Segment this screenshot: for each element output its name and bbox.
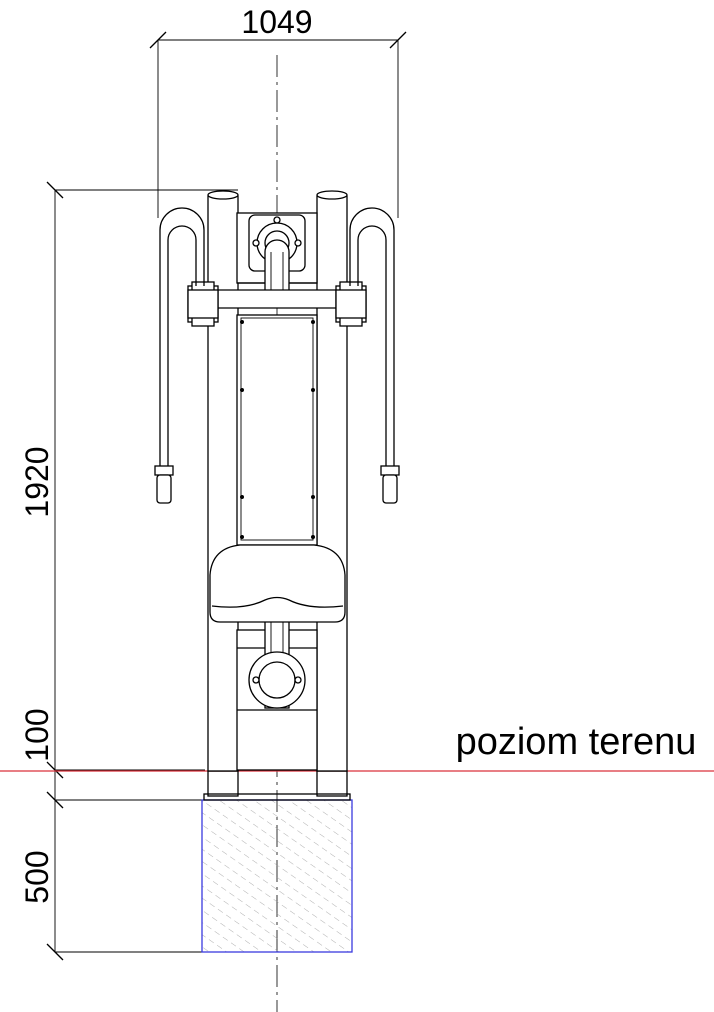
dimension-foundation-text: 500 [19, 850, 55, 903]
dimension-tick [389, 31, 407, 49]
dimension-height-chain: 1920 100 500 [19, 181, 238, 961]
dimension-width: 1049 [149, 4, 407, 218]
dimension-width-text: 1049 [241, 4, 312, 40]
exercise-machine [154, 190, 400, 801]
dimension-tick [46, 181, 64, 199]
seat [209, 544, 346, 623]
dimension-height-total-text: 1920 [19, 446, 55, 517]
ground-level-label: poziom terenu [456, 721, 697, 763]
dimension-tick [149, 31, 167, 49]
right-handle [349, 207, 400, 504]
concrete-foundation [201, 799, 353, 953]
left-handle [154, 207, 205, 504]
crossbar [212, 289, 342, 309]
dimension-tick [46, 791, 64, 809]
dimension-tick [46, 943, 64, 961]
lower-pivot [248, 651, 306, 709]
dimension-clearance-text: 100 [19, 708, 55, 761]
back-panel [236, 314, 318, 546]
dimension-tick [46, 761, 64, 779]
